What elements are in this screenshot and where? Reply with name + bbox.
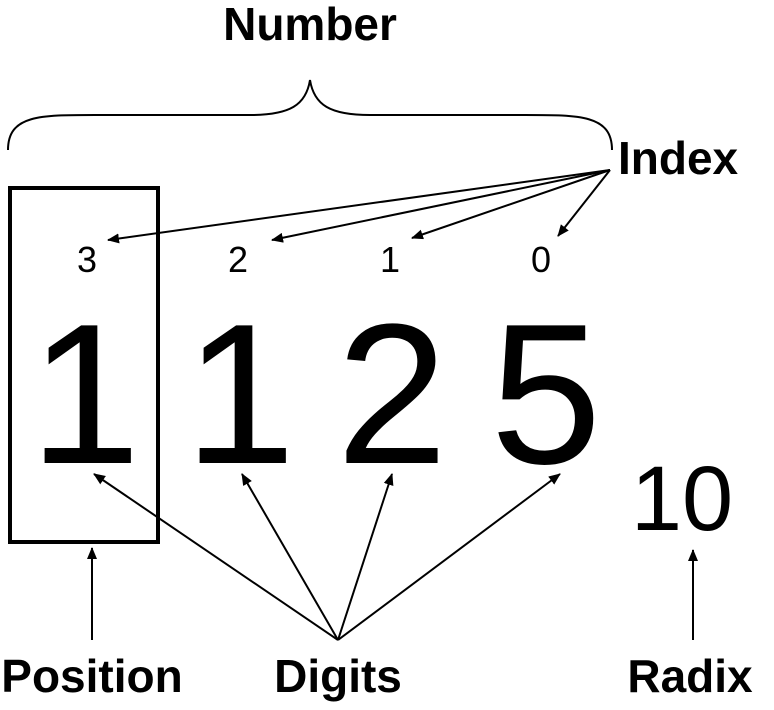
digits-arrow bbox=[337, 473, 561, 641]
digit: 1 bbox=[29, 283, 140, 506]
index-number: 3 bbox=[77, 239, 97, 280]
digits-arrow bbox=[337, 473, 394, 641]
index-number: 1 bbox=[380, 239, 400, 280]
index-number: 2 bbox=[228, 239, 248, 280]
position-box bbox=[8, 186, 160, 544]
index-arrow bbox=[107, 169, 611, 244]
index-arrow bbox=[557, 169, 611, 237]
radix-label: Radix bbox=[627, 650, 753, 702]
number-label: Number bbox=[223, 0, 397, 50]
index-number: 0 bbox=[531, 239, 551, 280]
digits-arrow bbox=[93, 473, 339, 641]
number-brace bbox=[7, 79, 613, 151]
digit: 5 bbox=[490, 283, 601, 506]
digit: 2 bbox=[336, 283, 447, 506]
digits-arrow bbox=[241, 473, 339, 641]
position-label: Position bbox=[1, 650, 182, 702]
digits-label: Digits bbox=[274, 650, 402, 702]
digit: 1 bbox=[184, 283, 295, 506]
index-arrow bbox=[411, 169, 611, 240]
index-label: Index bbox=[618, 132, 739, 184]
radix-value: 10 bbox=[631, 448, 733, 550]
index-arrow bbox=[271, 169, 611, 243]
